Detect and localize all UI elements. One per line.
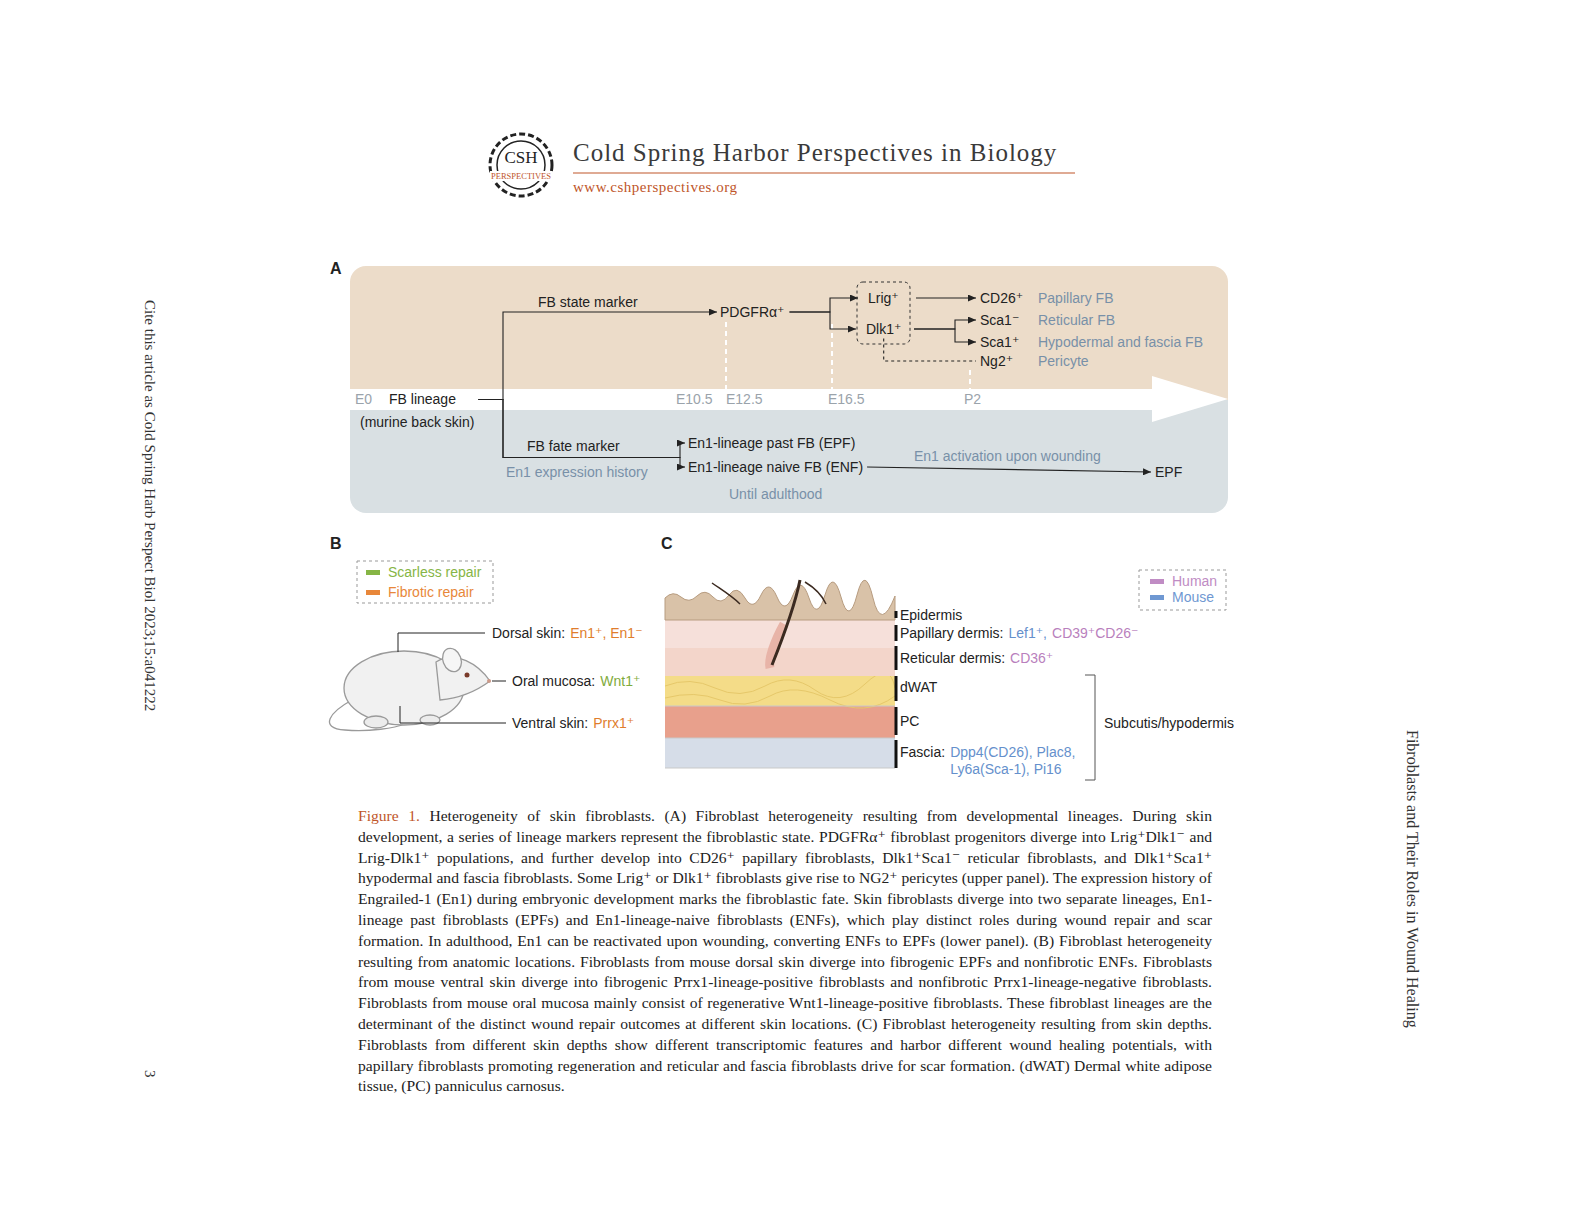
- label: E12.5: [726, 391, 763, 408]
- connector: [884, 339, 976, 362]
- label: Dpp4(CD26), Plac8, Ly6a(Sca-1), Pi16: [950, 744, 1100, 778]
- marker-node: CD26⁺Papillary FB: [980, 290, 1113, 307]
- margin-text: Cite this article as Cold Spring Harb Pe…: [141, 300, 158, 711]
- node-caption: Pericyte: [1038, 353, 1089, 370]
- label: Wnt1⁺: [600, 673, 640, 690]
- bracket: [1085, 675, 1095, 780]
- label: Dorsal skin:: [492, 625, 565, 642]
- label: E0: [355, 391, 372, 408]
- panel-a-bands: [350, 266, 1228, 513]
- node-label: PDGFRα⁺: [720, 304, 784, 321]
- node-label: CD26⁺: [980, 290, 1038, 307]
- node-label: En1-lineage naive FB (ENF): [688, 459, 863, 476]
- marker-node: FB lineage (murine back skin): [360, 391, 474, 431]
- marker-node: Sca1⁻Reticular FB: [980, 312, 1115, 329]
- panel-letter: C: [661, 534, 673, 553]
- legend-text: Fibrotic repair: [388, 584, 474, 601]
- label: En1⁺, En1⁻: [570, 625, 642, 642]
- label: E10.5: [676, 391, 713, 408]
- connector: [478, 312, 717, 400]
- margin-text: Fibroblasts and Their Roles in Wound Hea…: [1404, 730, 1421, 1028]
- node-caption: Papillary FB: [1038, 290, 1113, 307]
- mouse-drawing: [329, 646, 491, 731]
- label: Oral mucosa:: [512, 673, 595, 690]
- edge-label: En1 activation upon wounding: [914, 448, 1101, 465]
- node-label: Sca1⁻: [980, 312, 1038, 329]
- label: Epidermis: [900, 607, 962, 624]
- connector: [789, 298, 858, 312]
- connector: [914, 320, 976, 329]
- connector: [789, 312, 856, 329]
- node-caption: (murine back skin): [360, 414, 474, 431]
- connector: [914, 329, 976, 342]
- label: Until adulthood: [729, 486, 822, 503]
- panel-letter: B: [330, 534, 342, 553]
- journal-logo: [490, 134, 552, 196]
- legend-text: Human: [1172, 573, 1217, 590]
- marker-node: Lrig⁺: [868, 290, 899, 307]
- marker-node: Dlk1⁺: [866, 321, 901, 338]
- node-label: EPF: [1155, 464, 1182, 481]
- label: Reticular dermis:: [900, 650, 1005, 667]
- edge-label: FB state marker: [538, 294, 638, 311]
- legend-box: [357, 561, 493, 603]
- legend-swatch: [366, 590, 380, 595]
- marker-node: EPF: [1155, 464, 1182, 481]
- label: En1 expression history: [506, 464, 648, 481]
- label: CD36⁺: [1010, 650, 1053, 667]
- node-label: Ng2⁺: [980, 353, 1038, 370]
- label: Prrx1⁺: [593, 715, 634, 732]
- label: Papillary dermis:: [900, 625, 1003, 642]
- node-label: Dlk1⁺: [866, 321, 901, 338]
- label: Cold Spring Harbor Perspectives in Biolo…: [573, 138, 1057, 167]
- legend-text: Scarless repair: [388, 564, 481, 581]
- legend-swatch: [1150, 579, 1164, 584]
- skin-block: [665, 580, 896, 768]
- edge-label: FB fate marker: [527, 438, 620, 455]
- node-label: Sca1⁺: [980, 334, 1038, 351]
- label: PERSPECTIVES: [490, 171, 552, 181]
- connector: [478, 400, 685, 458]
- connector: [916, 297, 976, 298]
- label: E16.5: [828, 391, 865, 408]
- marker-node: Sca1⁺Hypodermal and fascia FB: [980, 334, 1203, 351]
- marker-node: PDGFRα⁺: [720, 304, 784, 321]
- marker-node: Ng2⁺Pericyte: [980, 353, 1089, 370]
- marker-node: En1-lineage past FB (EPF): [688, 435, 855, 452]
- legend-text: Mouse: [1172, 589, 1214, 606]
- node-caption: Hypodermal and fascia FB: [1038, 334, 1203, 351]
- label: CSH: [504, 149, 537, 166]
- label: dWAT: [900, 679, 937, 696]
- figure-caption: Figure 1. Heterogeneity of skin fibrobla…: [358, 806, 1212, 1097]
- leader-lines: [398, 633, 506, 723]
- legend-swatch: [366, 570, 380, 575]
- dashed-group-box: [857, 282, 910, 344]
- node-label: En1-lineage past FB (EPF): [688, 435, 855, 452]
- node-label: FB lineage: [389, 391, 456, 408]
- label: P2: [964, 391, 981, 408]
- label: Subcutis/hypodermis: [1104, 715, 1234, 732]
- connector: [478, 400, 685, 468]
- marker-node: En1-lineage naive FB (ENF): [688, 459, 863, 476]
- label: CD39⁺CD26⁻: [1052, 625, 1138, 642]
- label: PC: [900, 713, 919, 730]
- legend-box: [1139, 570, 1226, 610]
- header-rule: [573, 172, 1075, 173]
- label: www.cshperspectives.org: [573, 179, 737, 196]
- margin-text: 3: [141, 1070, 158, 1078]
- stage-guides: [726, 322, 970, 389]
- connector: [867, 467, 1151, 472]
- label: Fascia:: [900, 744, 945, 761]
- panel-letter: A: [330, 259, 342, 278]
- legend-swatch: [1150, 595, 1164, 600]
- node-label: Lrig⁺: [868, 290, 899, 307]
- label: Ventral skin:: [512, 715, 588, 732]
- label: Lef1⁺,: [1008, 625, 1047, 642]
- node-caption: Reticular FB: [1038, 312, 1115, 329]
